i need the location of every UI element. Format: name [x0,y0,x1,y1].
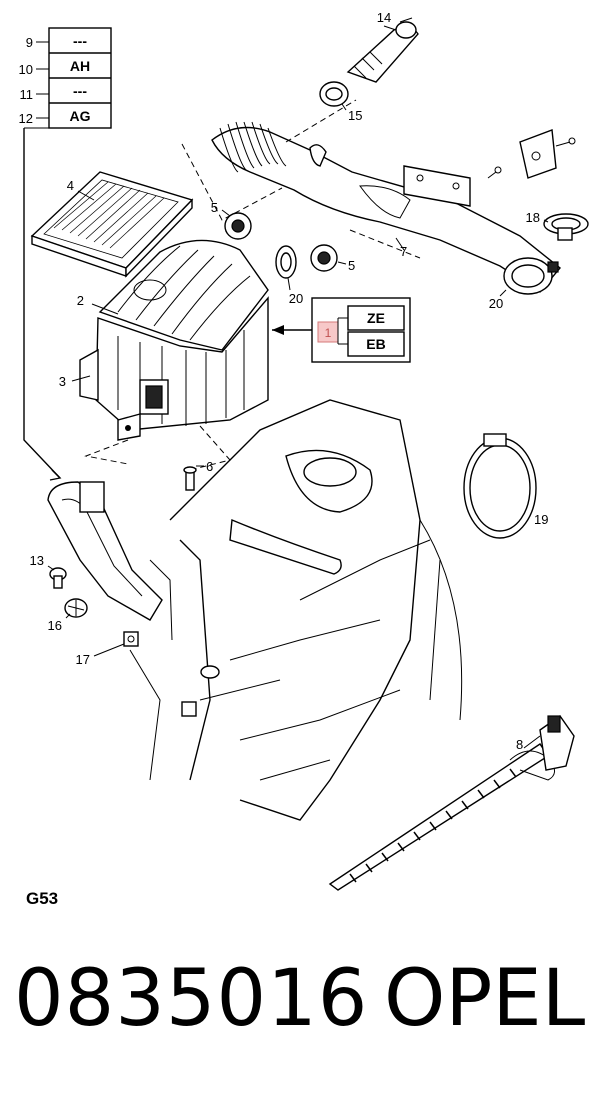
legend-row-code: ZE [367,310,385,326]
intake-duct [211,121,576,293]
ring-15 [319,81,349,107]
callout-14: 14 [377,10,391,25]
cable-tie-8 [328,715,575,891]
callout-20: 20 [289,291,303,306]
lower-intake-hose [47,481,163,621]
legend-row-num: 12 [19,111,33,126]
callout-18: 18 [526,210,540,225]
legend-box-top-left: 9 10 11 12 --- AH --- AG [19,27,112,481]
callout-2: 2 [77,293,84,308]
mount-pin-6 [183,466,197,491]
legend-row-code: --- [73,83,87,99]
air-cleaner-housing [79,239,269,441]
legend-row-code: AG [70,108,91,124]
callout-17: 17 [76,652,90,667]
legend-row-num: 11 [20,87,34,102]
legend-box-right: 1 ZE EB [272,297,411,363]
part-number: 0835016 [14,954,369,1044]
callout-6: 6 [206,459,213,474]
callout-15: 15 [348,108,362,123]
brand-name: OPEL [384,954,586,1044]
hose-clamp-20-left [275,245,297,279]
legend-ref-number: 1 [325,326,332,340]
callout-20: 20 [489,296,503,311]
callout-5: 5 [211,200,218,215]
callout-13: 13 [30,553,44,568]
legend-row-code: EB [366,336,385,352]
callout-4: 4 [67,178,74,193]
callout-7: 7 [400,244,407,259]
legend-row-code: --- [73,33,87,49]
engine-bay-structure [129,399,463,821]
hose-clamp-18 [543,213,589,241]
grommet-5b [310,244,338,272]
diagram-code: G53 [26,889,58,908]
hose-clamp-19 [463,433,537,539]
callout-5: 5 [348,258,355,273]
clip-17 [123,631,139,647]
callout-16: 16 [48,618,62,633]
air-filter-element [30,171,194,278]
callout-19: 19 [534,512,548,527]
legend-row-num: 9 [26,35,33,50]
legend-row-num: 10 [19,62,33,77]
hose-clamp-20-right [503,257,559,295]
resonator-14 [346,17,419,83]
bolt-13 [49,567,67,589]
legend-row-code: AH [70,58,90,74]
grommet-5a [224,212,252,240]
nut-16 [64,598,88,618]
callout-8: 8 [516,737,523,752]
callouts: 2 3 4 5 5 6 7 8 13 14 15 16 17 18 19 20 … [30,10,549,752]
callout-3: 3 [59,374,66,389]
